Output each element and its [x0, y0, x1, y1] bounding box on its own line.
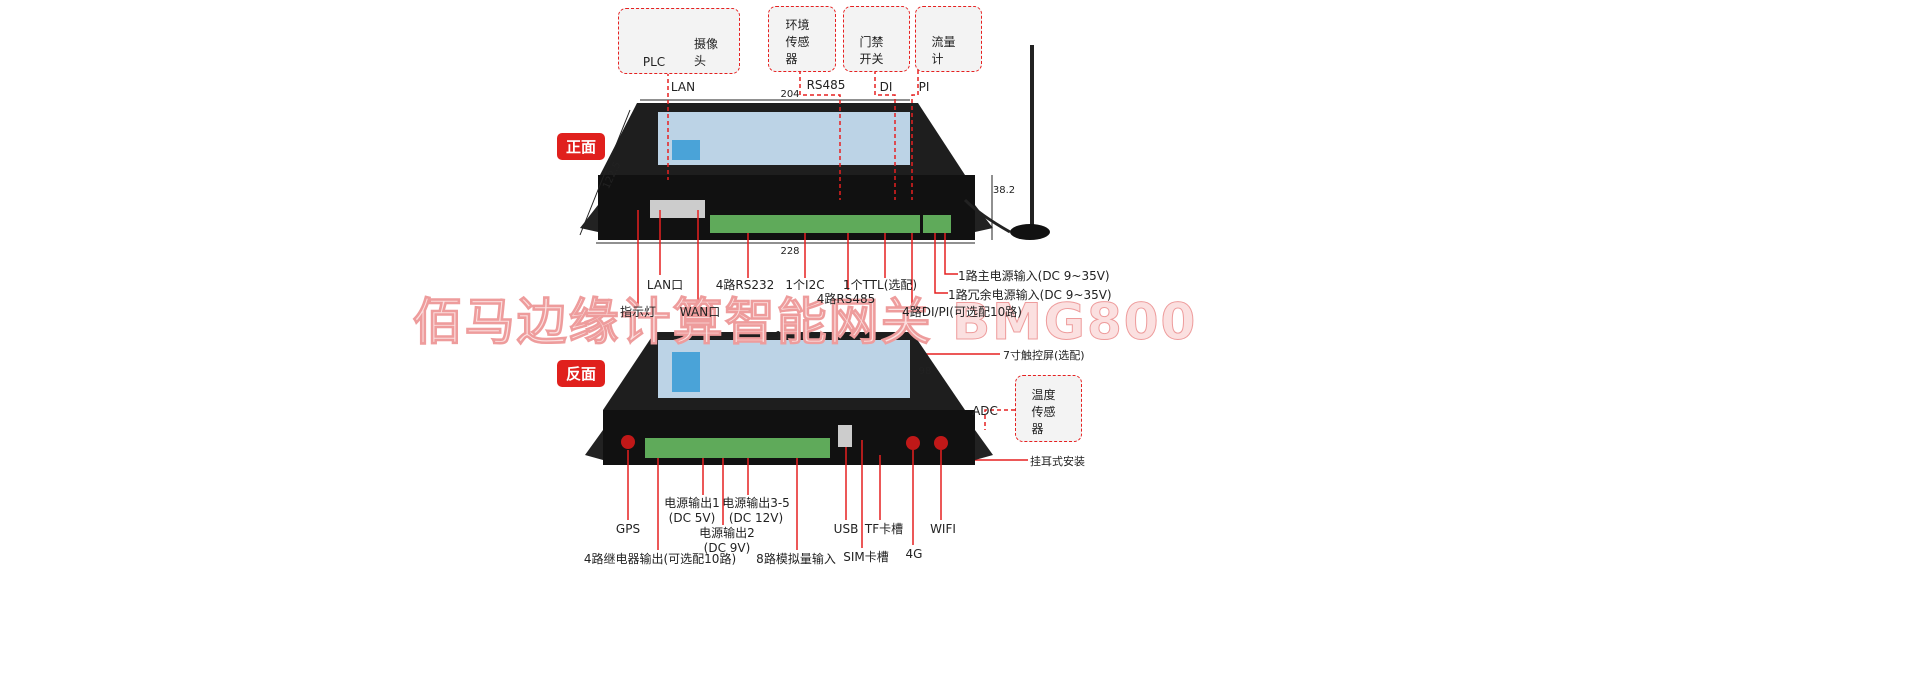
label-ttl: 1个TTL(选配) — [842, 278, 918, 292]
bus-lan: LAN — [670, 80, 696, 94]
pwr35-voltage: (DC 12V) — [728, 511, 784, 525]
dim-width-top: 204 — [780, 89, 800, 100]
label-pwr2: 电源输出2(DC 9V) — [699, 526, 755, 556]
bus-adc: ADC — [972, 404, 998, 418]
label-pwr35: 电源输出3-5(DC 12V) — [722, 496, 790, 526]
dim-height: 38.2 — [992, 185, 1016, 196]
label-lan-port: LAN口 — [646, 278, 684, 292]
bus-pi: PI — [918, 80, 930, 94]
pwr2-voltage: (DC 9V) — [703, 541, 751, 555]
plc-label: PLC — [642, 55, 666, 69]
label-analog: 8路模拟量输入 — [756, 552, 836, 566]
pwr1-text: 电源输出1 — [664, 496, 720, 510]
label-ear-mount: 挂耳式安装 — [1030, 455, 1085, 468]
camera-label: 摄像头 — [694, 37, 719, 68]
label-touchscreen: 7寸触控屏(选配) — [1003, 349, 1085, 362]
label-gps: GPS — [615, 522, 641, 536]
temp-sensor-label: 温度传感器 — [1031, 388, 1056, 436]
access-label: 门禁开关 — [859, 35, 884, 66]
label-4g: 4G — [905, 547, 923, 561]
label-usb: USB — [833, 522, 859, 536]
front-badge: 正面 — [557, 133, 606, 160]
label-i2c: 1个I2C — [785, 278, 825, 292]
label-sim: SIM卡槽 — [843, 550, 889, 564]
label-dipi: 4路DI/PI(可选配10路) — [902, 305, 1022, 319]
label-tf: TF卡槽 — [864, 522, 904, 536]
pwr35-text: 电源输出3-5 — [722, 496, 790, 510]
label-main-power: 1路主电源输入(DC 9~35V) — [958, 269, 1110, 283]
back-badge: 反面 — [557, 360, 606, 387]
dim-width-bottom: 228 — [780, 246, 800, 257]
label-wan-port: WAN口 — [679, 305, 721, 319]
label-indicator: 指示灯 — [619, 305, 657, 319]
bus-rs485: RS485 — [806, 78, 846, 92]
bus-di: DI — [879, 80, 893, 94]
temp-sensor-box: 温度传感器 — [1015, 375, 1082, 442]
flow-label: 流量计 — [931, 35, 956, 66]
label-rs485: 4路RS485 — [816, 292, 876, 306]
dim-screen-h: 98 — [918, 366, 932, 377]
env-sensor-box: 环境传感器 — [768, 6, 836, 72]
label-relay: 4路继电器输出(可选配10路) — [583, 552, 737, 566]
pwr1-voltage: (DC 5V) — [668, 511, 716, 525]
env-sensor-label: 环境传感器 — [785, 18, 810, 66]
label-wifi: WIFI — [930, 522, 956, 536]
label-pwr1: 电源输出1(DC 5V) — [664, 496, 720, 526]
flow-box: 流量计 — [915, 6, 982, 72]
access-box: 门禁开关 — [843, 6, 910, 72]
dim-screen-w: 153 — [775, 330, 795, 341]
watermark: 佰马边缘计算智能网关 BMG800 — [412, 293, 1198, 352]
label-redundant-power: 1路冗余电源输入(DC 9~35V) — [948, 288, 1112, 302]
label-rs232: 4路RS232 — [715, 278, 775, 292]
lan-devices-box: PLC 摄像头 — [618, 8, 740, 74]
pwr2-text: 电源输出2 — [699, 526, 755, 540]
